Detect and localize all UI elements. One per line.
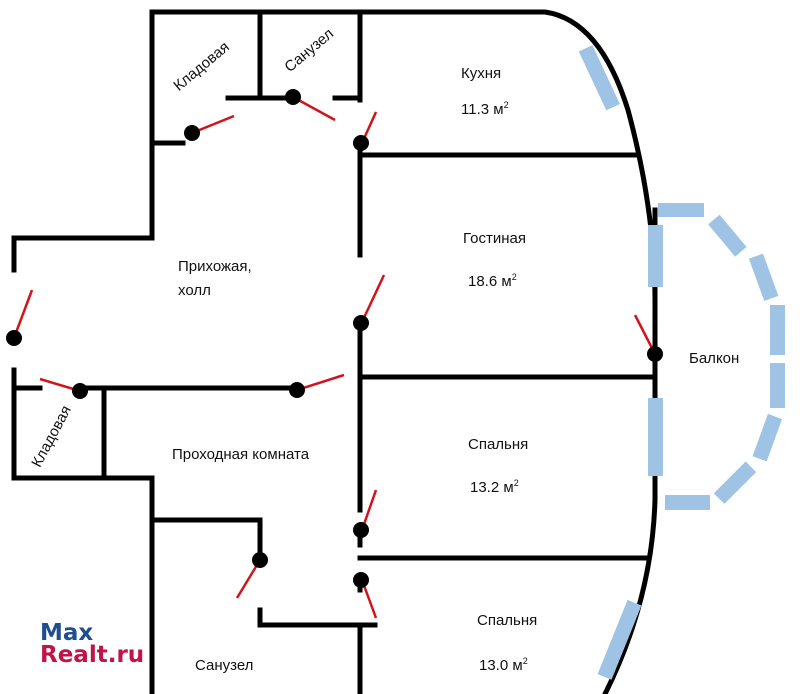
outer-curved-wall [149,9,658,694]
watermark-logo: Max Realt.ru [40,620,145,668]
room-label-bedroom-2: Спальня [477,612,538,629]
room-label-passage: Проходная комната [172,446,310,463]
room-label-hall: Прихожая, [178,258,252,275]
windows [578,45,785,680]
doors [12,95,657,619]
room-area-kitchen: 11.3 м2 [461,100,509,118]
room-area-living: 18.6 м2 [468,272,517,290]
room-label-living: Гостиная [463,230,526,247]
room-label-hall-2: холл [178,282,211,299]
room-label-bathroom-bottom: Санузел [195,657,254,674]
room-label-bedroom-1: Спальня [468,436,529,453]
walls [11,9,658,694]
watermark-line2: Realt.ru [40,642,145,668]
room-label-kitchen: Кухня [461,65,502,82]
door-hinges [6,89,663,588]
room-area-bedroom-2: 13.0 м2 [479,656,528,674]
room-area-bedroom-1: 13.2 м2 [470,478,519,496]
watermark-line1: Max [40,620,94,646]
room-label-balcony: Балкон [689,350,740,367]
